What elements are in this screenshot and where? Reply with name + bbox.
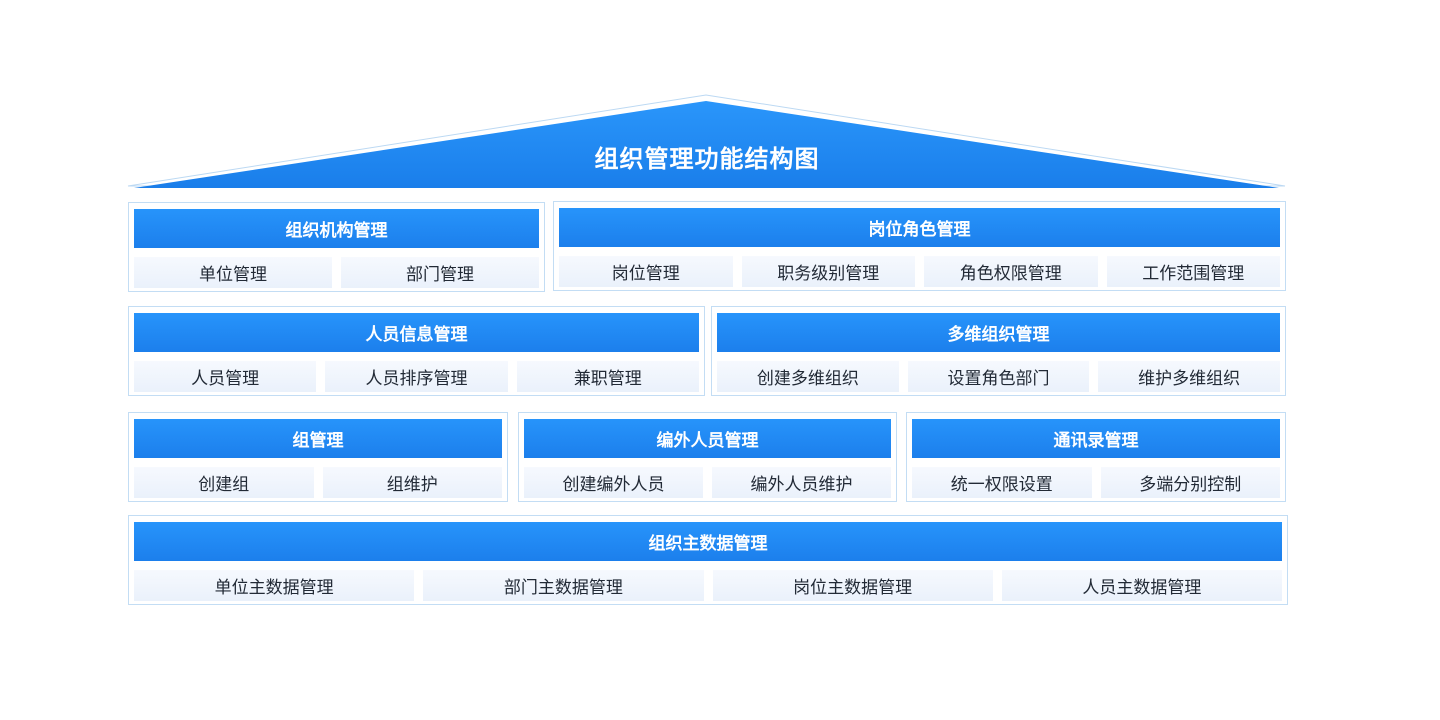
module-item: 兼职管理 [516,361,699,392]
module-items: 创建多维组织 设置角色部门 维护多维组织 [717,361,1281,392]
module-item: 统一权限设置 [912,467,1092,498]
module-item: 人员排序管理 [325,361,508,392]
module-header: 组织机构管理 [134,209,539,248]
module-external-personnel: 编外人员管理 创建编外人员 编外人员维护 [518,412,897,502]
module-item: 编外人员维护 [712,467,891,498]
module-group: 组管理 创建组 组维护 [128,412,508,502]
module-multi-dimensional-org: 多维组织管理 创建多维组织 设置角色部门 维护多维组织 [711,306,1286,396]
module-item: 人员主数据管理 [1001,570,1282,601]
module-item: 岗位主数据管理 [712,570,993,601]
module-header: 组管理 [134,419,502,458]
module-items: 创建编外人员 编外人员维护 [524,467,891,498]
module-item: 人员管理 [134,361,317,392]
module-item: 创建组 [134,467,314,498]
module-header: 人员信息管理 [134,313,699,352]
module-item: 创建多维组织 [717,361,899,392]
module-item: 维护多维组织 [1098,361,1281,392]
module-header: 通讯录管理 [912,419,1280,458]
module-org-structure: 组织机构管理 单位管理 部门管理 [128,202,545,292]
module-items: 创建组 组维护 [134,467,502,498]
module-header: 组织主数据管理 [134,522,1282,561]
module-item: 角色权限管理 [924,256,1098,287]
module-header: 岗位角色管理 [559,208,1280,247]
module-item: 单位管理 [134,257,332,288]
module-header: 多维组织管理 [717,313,1280,352]
module-org-master-data: 组织主数据管理 单位主数据管理 部门主数据管理 岗位主数据管理 人员主数据管理 [128,515,1288,605]
module-items: 单位主数据管理 部门主数据管理 岗位主数据管理 人员主数据管理 [134,570,1282,601]
module-item: 设置角色部门 [907,361,1090,392]
module-item: 工作范围管理 [1106,256,1280,287]
module-address-book: 通讯录管理 统一权限设置 多端分别控制 [906,412,1286,502]
module-item: 部门管理 [341,257,539,288]
module-item: 多端分别控制 [1100,467,1280,498]
module-items: 人员管理 人员排序管理 兼职管理 [134,361,699,392]
module-item: 单位主数据管理 [134,570,415,601]
module-item: 职务级别管理 [741,256,915,287]
module-item: 部门主数据管理 [423,570,704,601]
diagram-title: 组织管理功能结构图 [594,145,820,173]
module-item: 组维护 [322,467,502,498]
module-personnel-info: 人员信息管理 人员管理 人员排序管理 兼职管理 [128,306,705,396]
roof-shape [127,94,1286,188]
module-items: 岗位管理 职务级别管理 角色权限管理 工作范围管理 [559,256,1280,287]
module-item: 创建编外人员 [524,467,703,498]
module-items: 统一权限设置 多端分别控制 [912,467,1280,498]
module-item: 岗位管理 [559,256,733,287]
module-items: 单位管理 部门管理 [134,257,539,288]
module-header: 编外人员管理 [524,419,891,458]
module-position-role: 岗位角色管理 岗位管理 职务级别管理 角色权限管理 工作范围管理 [553,201,1286,291]
